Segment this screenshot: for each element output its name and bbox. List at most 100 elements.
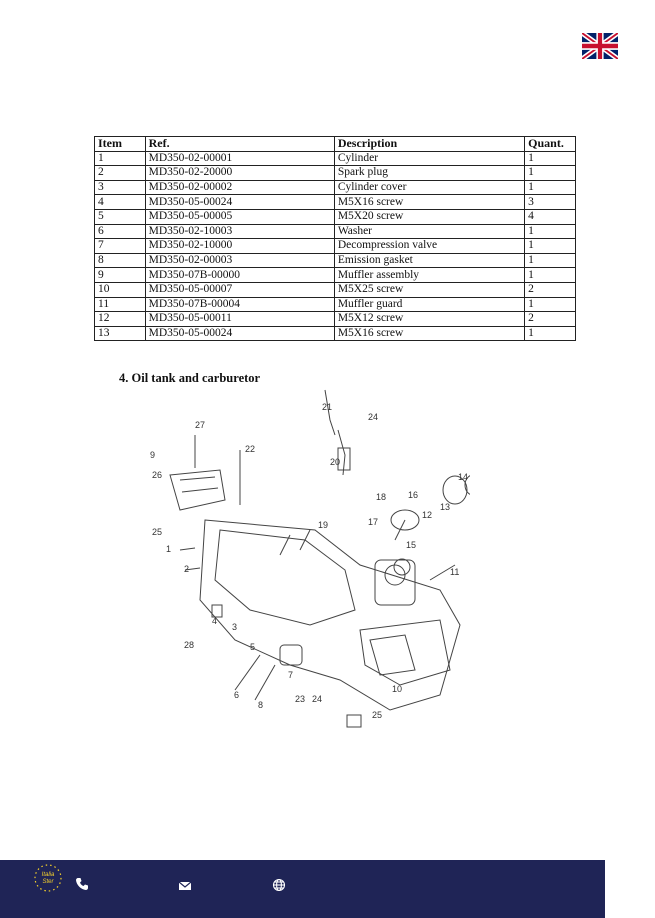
part-label: 20	[330, 457, 340, 467]
part-label: 4	[212, 616, 217, 626]
cell-item: 5	[94, 208, 146, 225]
part-label: 22	[245, 444, 255, 454]
cell-item: 11	[94, 296, 146, 313]
cell-item: 1	[94, 150, 146, 167]
cell-description: M5X20 screw	[333, 208, 526, 225]
cell-quantity: 1	[524, 238, 576, 254]
table-header-row: Item Ref. Description Quant.	[94, 136, 576, 152]
part-label: 3	[232, 622, 237, 632]
cell-ref: MD350-02-20000	[144, 165, 335, 181]
cell-quantity: 1	[524, 165, 576, 181]
cell-ref: MD350-05-00011	[144, 311, 335, 327]
footer-bar	[0, 860, 605, 918]
part-label: 10	[392, 684, 402, 694]
part-label: 27	[195, 420, 205, 430]
cell-item: 4	[94, 194, 146, 210]
part-label: 2	[184, 564, 189, 574]
cell-quantity: 1	[524, 252, 576, 269]
part-label: 14	[458, 472, 468, 482]
cell-quantity: 1	[524, 150, 576, 167]
section-title: 4. Oil tank and carburetor	[119, 371, 261, 385]
mail-icon[interactable]	[178, 879, 192, 893]
cell-ref: MD350-05-00007	[144, 281, 335, 298]
cell-quantity: 1	[524, 296, 576, 313]
cell-ref: MD350-05-00024	[144, 194, 335, 210]
part-label: 6	[234, 690, 239, 700]
cell-description: Emission gasket	[333, 252, 526, 269]
cell-quantity: 3	[524, 194, 576, 210]
diagram-drawing	[169, 389, 470, 728]
part-label: 24	[368, 412, 378, 422]
cell-ref: MD350-02-00003	[144, 252, 335, 269]
cell-quantity: 1	[524, 267, 576, 283]
phone-icon[interactable]	[75, 877, 89, 891]
cell-item: 10	[94, 281, 146, 298]
cell-ref: MD350-02-00001	[144, 150, 335, 167]
cell-item: 9	[94, 267, 146, 283]
part-label: 17	[368, 517, 378, 527]
cell-item: 3	[94, 179, 146, 196]
part-label: 18	[376, 492, 386, 502]
cell-item: 12	[94, 311, 146, 327]
header-quantity: Quant.	[524, 136, 576, 152]
part-label: 25	[152, 527, 162, 537]
cell-quantity: 1	[524, 223, 576, 240]
cell-quantity: 1	[524, 325, 576, 342]
cell-description: Decompression valve	[333, 238, 526, 254]
cell-description: Washer	[333, 223, 526, 240]
logo-text-ster: Ster	[42, 879, 54, 885]
part-label: 25	[372, 710, 382, 720]
part-label: 5	[250, 642, 255, 652]
part-label: 11	[450, 567, 459, 577]
part-label: 9	[150, 450, 155, 460]
part-label: 8	[258, 700, 263, 710]
cell-quantity: 4	[524, 208, 576, 225]
cell-ref: MD350-02-00002	[144, 179, 335, 196]
cell-item: 2	[94, 165, 146, 181]
cell-quantity: 2	[524, 311, 576, 327]
cell-description: Spark plug	[333, 165, 526, 181]
cell-ref: MD350-02-10003	[144, 223, 335, 240]
cell-ref: MD350-05-00005	[144, 208, 335, 225]
cell-description: M5X12 screw	[333, 311, 526, 327]
logo-text-italia: Italia	[42, 872, 55, 878]
part-label: 24	[312, 694, 322, 704]
cell-ref: MD350-07B-00000	[144, 267, 335, 283]
cell-item: 6	[94, 223, 146, 240]
uk-flag-icon	[582, 33, 618, 59]
part-label: 1	[166, 544, 171, 554]
part-label: 7	[288, 670, 293, 680]
cell-description: Cylinder	[333, 150, 526, 167]
cell-item: 7	[94, 238, 146, 254]
part-label: 13	[440, 502, 450, 512]
cell-quantity: 2	[524, 281, 576, 298]
cell-ref: MD350-02-10000	[144, 238, 335, 254]
cell-description: M5X16 screw	[333, 194, 526, 210]
part-label: 16	[408, 490, 418, 500]
globe-icon[interactable]	[272, 878, 286, 892]
cell-description: Cylinder cover	[333, 179, 526, 196]
part-label: 23	[295, 694, 305, 704]
cell-description: Muffler guard	[333, 296, 526, 313]
cell-ref: MD350-05-00024	[144, 325, 335, 342]
part-label: 21	[322, 402, 332, 412]
part-label: 28	[184, 640, 194, 650]
cell-description: M5X16 screw	[333, 325, 526, 342]
part-label: 15	[406, 540, 416, 550]
cell-ref: MD350-07B-00004	[144, 296, 335, 313]
cell-description: Muffler assembly	[333, 267, 526, 283]
